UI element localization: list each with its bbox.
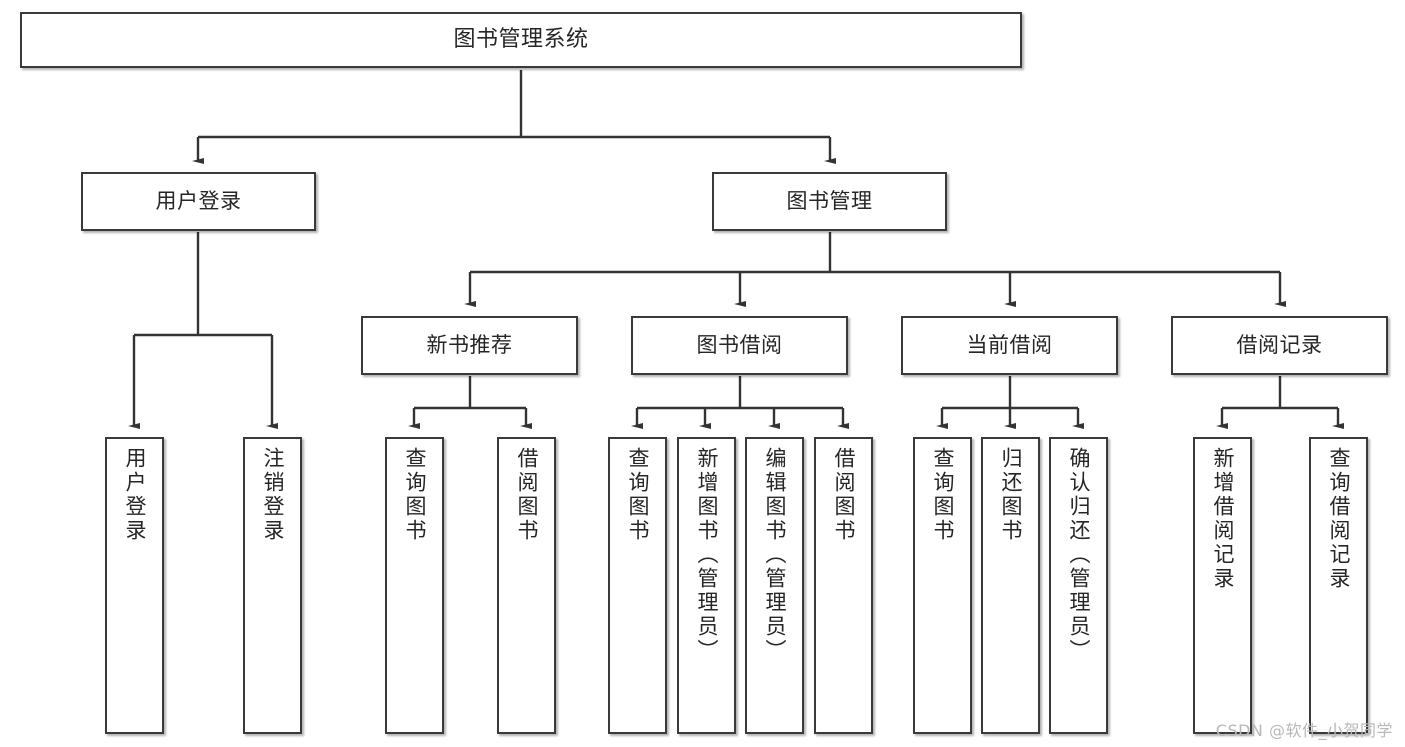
node-label: 注销登录 <box>261 447 285 543</box>
node-leaf-current-return-book[interactable]: 归还图书 <box>981 437 1040 734</box>
node-submodule-book-borrow[interactable]: 图书借阅 <box>631 316 848 375</box>
node-leaf-record-add-record[interactable]: 新增借阅记录 <box>1193 437 1252 734</box>
node-module-user-login[interactable]: 用户登录 <box>81 172 316 231</box>
node-label: 图书借阅 <box>696 333 783 358</box>
node-root-system[interactable]: 图书管理系统 <box>20 12 1022 68</box>
node-label: 查询借阅记录 <box>1327 447 1351 591</box>
node-leaf-current-query-book[interactable]: 查询图书 <box>913 437 972 734</box>
node-label: 借阅图书 <box>515 447 539 543</box>
node-label: 当前借阅 <box>966 333 1053 358</box>
node-leaf-newbook-query-book[interactable]: 查询图书 <box>385 437 444 734</box>
node-leaf-borrow-edit-book-admin[interactable]: 编辑图书（管理员） <box>745 437 804 734</box>
node-leaf-borrow-borrow-book[interactable]: 借阅图书 <box>814 437 873 734</box>
node-label: 借阅图书 <box>832 447 856 543</box>
node-label: 用户登录 <box>155 189 242 214</box>
node-leaf-newbook-borrow-book[interactable]: 借阅图书 <box>497 437 556 734</box>
node-label: 确认归还（管理员） <box>1067 447 1091 663</box>
node-label: 查询图书 <box>931 447 955 543</box>
node-leaf-logout[interactable]: 注销登录 <box>243 437 302 734</box>
node-submodule-current-borrow[interactable]: 当前借阅 <box>901 316 1118 375</box>
node-label: 图书管理 <box>786 189 873 214</box>
node-label: 查询图书 <box>626 447 650 543</box>
node-label: 归还图书 <box>999 447 1023 543</box>
csdn-watermark: CSDN @软件_小贺同学 <box>1215 721 1393 740</box>
node-label: 图书管理系统 <box>453 27 589 53</box>
node-submodule-new-book[interactable]: 新书推荐 <box>361 316 578 375</box>
node-label: 新增借阅记录 <box>1211 447 1235 591</box>
node-submodule-borrow-record[interactable]: 借阅记录 <box>1171 316 1388 375</box>
node-leaf-record-query-record[interactable]: 查询借阅记录 <box>1309 437 1368 734</box>
node-label: 借阅记录 <box>1236 333 1323 358</box>
node-label: 查询图书 <box>403 447 427 543</box>
node-leaf-current-confirm-return-admin[interactable]: 确认归还（管理员） <box>1049 437 1108 734</box>
node-label: 新书推荐 <box>426 333 513 358</box>
node-module-book-management[interactable]: 图书管理 <box>712 172 947 231</box>
node-label: 编辑图书（管理员） <box>763 447 787 663</box>
node-label: 新增图书（管理员） <box>695 447 719 663</box>
node-leaf-borrow-add-book-admin[interactable]: 新增图书（管理员） <box>677 437 736 734</box>
node-label: 用户登录 <box>123 447 147 543</box>
node-leaf-borrow-query-book[interactable]: 查询图书 <box>608 437 667 734</box>
node-leaf-user-login[interactable]: 用户登录 <box>105 437 164 734</box>
